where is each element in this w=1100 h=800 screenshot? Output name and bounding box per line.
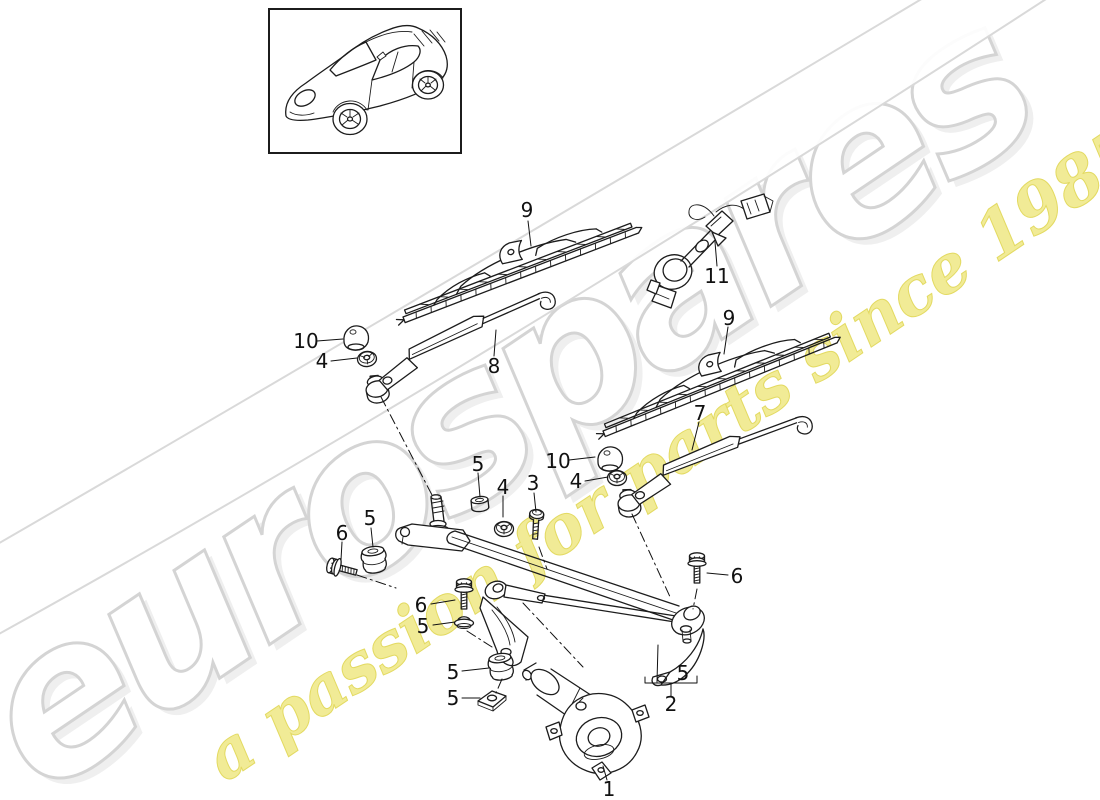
part-label-5: 5 — [363, 506, 377, 530]
part-label-10: 10 — [545, 449, 571, 473]
part-label-7: 7 — [693, 401, 707, 425]
car-thumbnail-icon — [285, 24, 448, 136]
part-label-5: 5 — [676, 661, 690, 685]
part-label-11: 11 — [704, 264, 730, 288]
wiper-linkage-frame — [395, 494, 705, 687]
part-label-6: 6 — [730, 564, 744, 588]
part-label-10: 10 — [293, 329, 319, 353]
part-2-assembly-bracket — [644, 675, 698, 697]
part-label-9: 9 — [722, 306, 736, 330]
part-label-5: 5 — [446, 686, 460, 710]
part-label-1: 1 — [602, 777, 616, 800]
part-label-6: 6 — [414, 593, 428, 617]
part-label-5: 5 — [416, 614, 430, 638]
leader-lines — [316, 220, 729, 781]
part-label-4: 4 — [569, 469, 583, 493]
part-label-4: 4 — [496, 475, 510, 499]
part-label-5: 5 — [471, 452, 485, 476]
part-label-3: 3 — [526, 471, 540, 495]
rain-sensor — [646, 193, 774, 309]
part-label-4: 4 — [315, 349, 329, 373]
car-thumbnail-frame — [268, 8, 462, 154]
part-label-5: 5 — [446, 660, 460, 684]
part-label-6: 6 — [335, 521, 349, 545]
part-label-8: 8 — [487, 354, 501, 378]
wiper-motor — [521, 662, 650, 781]
swoosh-graphic — [0, 0, 1047, 635]
part-label-9: 9 — [520, 198, 534, 222]
part-label-2: 2 — [664, 692, 678, 716]
alignment-lines — [356, 396, 698, 694]
